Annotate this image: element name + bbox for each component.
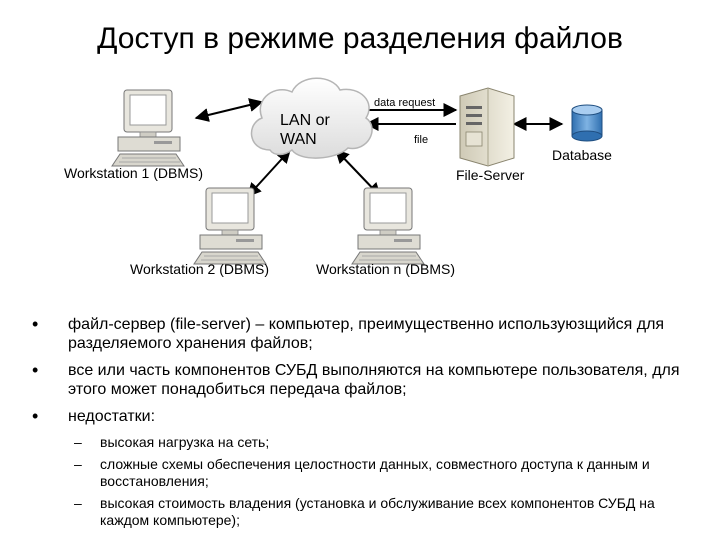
sub-item-cost: высокая стоимость владения (установка и …	[66, 495, 660, 529]
drawbacks-heading: недостатки:	[68, 408, 156, 425]
workstation-n-icon	[351, 187, 425, 265]
workstation-1-label: Workstation 1 (DBMS)	[64, 165, 203, 181]
file-server-icon	[459, 87, 515, 167]
sub-item-network-load: высокая нагрузка на сеть;	[66, 434, 660, 451]
arrow-ws2-cloud	[247, 148, 291, 198]
cloud-label-line1: LAN or	[280, 112, 330, 129]
slide-title: Доступ в режиме разделения файлов	[97, 22, 623, 55]
data-request-label: data request	[374, 97, 435, 109]
database-label: Database	[552, 147, 612, 163]
database-icon	[571, 104, 603, 142]
workstation-1-icon	[111, 89, 185, 167]
bullet-list: файл-сервер (file-server) – компьютер, п…	[30, 315, 690, 537]
drawbacks-list: высокая нагрузка на сеть; сложные схемы …	[66, 434, 690, 529]
file-server-label: File-Server	[456, 167, 525, 183]
workstation-n-label: Workstation n (DBMS)	[316, 261, 455, 277]
bullet-item-drawbacks: недостатки: высокая нагрузка на сеть; сл…	[30, 407, 690, 529]
bullet-item-file-server: файл-сервер (file-server) – компьютер, п…	[30, 315, 690, 353]
bullet-item-dbms-components: все или часть компонентов СУБД выполняют…	[30, 361, 690, 399]
cloud-label-line2: WAN	[280, 131, 317, 148]
workstation-2-icon	[193, 187, 267, 265]
lan-wan-cloud: LAN or WAN	[250, 77, 373, 159]
arrow-ws1-cloud	[194, 98, 264, 122]
network-diagram: LAN or WAN data request file Workstation…	[64, 77, 612, 277]
file-label: file	[414, 134, 428, 146]
workstation-2-label: Workstation 2 (DBMS)	[130, 261, 269, 277]
sub-item-integrity: сложные схемы обеспечения целостности да…	[66, 456, 660, 490]
